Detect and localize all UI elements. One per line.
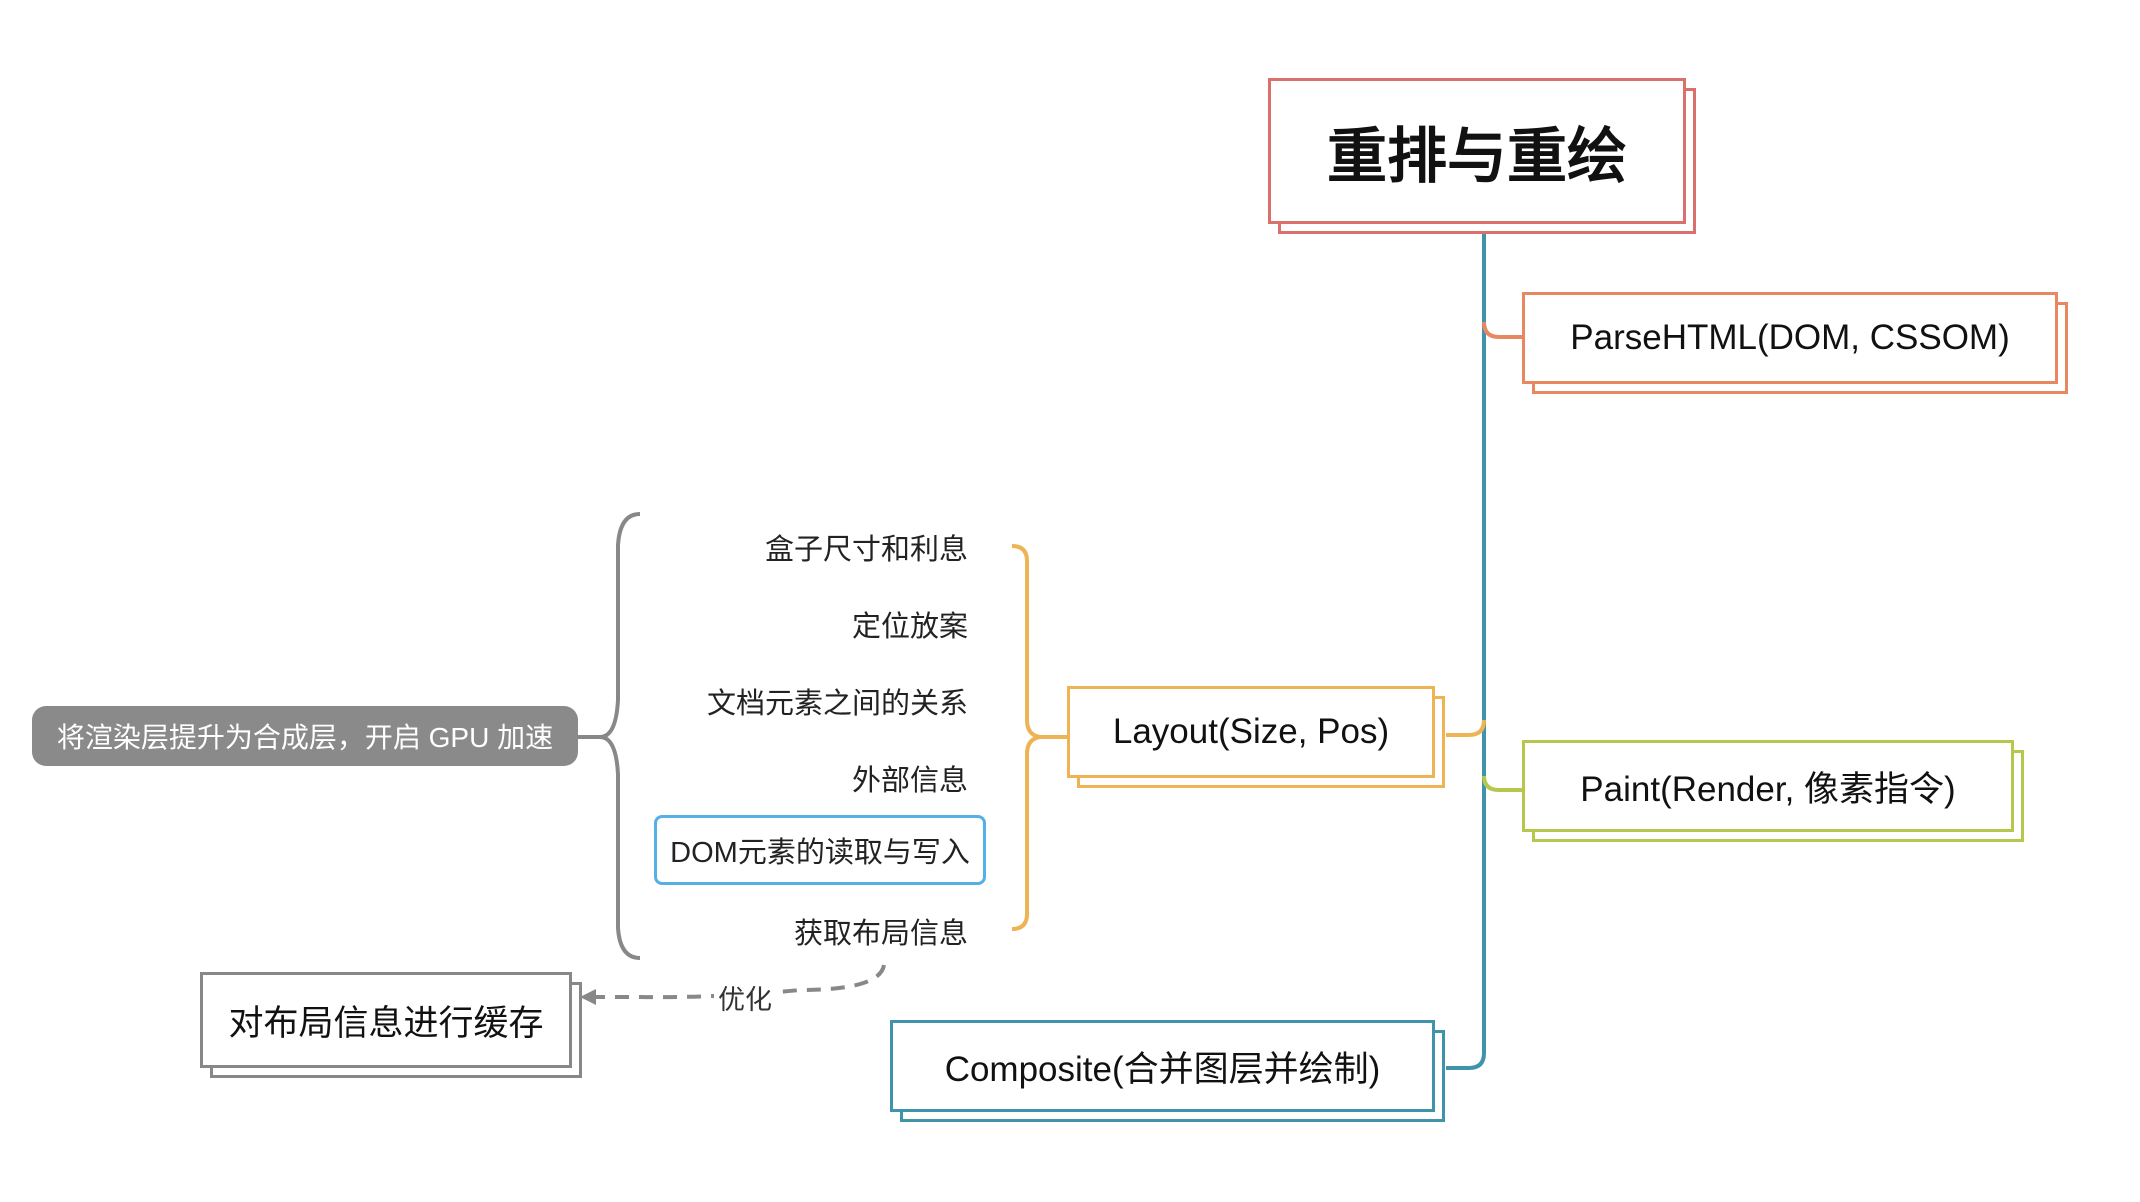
layout-children-brace	[1011, 544, 1041, 931]
paint-label: Paint(Render, 像素指令)	[1580, 769, 1956, 809]
parsehtml-label: ParseHTML(DOM, CSSOM)	[1570, 318, 2010, 357]
connector-layout	[1446, 719, 1486, 737]
optimization-arrowhead	[580, 989, 596, 1005]
layout-child-box-size[interactable]: 盒子尺寸和利息	[764, 534, 968, 566]
trunk-line	[1446, 232, 1486, 1070]
layout-child-relations[interactable]: 文档元素之间的关系	[706, 688, 968, 720]
summary-brace	[599, 512, 641, 960]
paint-node[interactable]: Paint(Render, 像素指令)	[1522, 740, 2014, 832]
composite-label: Composite(合并图层并绘制)	[944, 1049, 1381, 1089]
layout-child-external-info[interactable]: 外部信息	[851, 765, 968, 797]
cache-layout-label: 对布局信息进行缓存	[228, 1003, 544, 1043]
connector-paint	[1482, 775, 1522, 792]
layout-child-dom-read-write[interactable]: DOM元素的读取与写入	[654, 815, 986, 885]
layout-label: Layout(Size, Pos)	[1112, 712, 1390, 751]
layout-child-position[interactable]: 定位放案	[851, 611, 968, 643]
composite-node[interactable]: Composite(合并图层并绘制)	[890, 1020, 1435, 1112]
optimization-edge-label: 优化	[714, 978, 776, 1017]
connector-parse	[1482, 321, 1522, 339]
optimization-edge	[590, 964, 886, 1000]
root-node[interactable]: 重排与重绘	[1268, 78, 1686, 224]
layout-node[interactable]: Layout(Size, Pos)	[1067, 686, 1435, 778]
cache-layout-node[interactable]: 对布局信息进行缓存	[200, 972, 572, 1068]
gpu-summary-label: 将渲染层提升为合成层，开启 GPU 加速	[56, 722, 554, 753]
parsehtml-node[interactable]: ParseHTML(DOM, CSSOM)	[1522, 292, 2058, 384]
root-label: 重排与重绘	[1327, 122, 1627, 190]
gpu-summary-pill[interactable]: 将渲染层提升为合成层，开启 GPU 加速	[32, 706, 578, 766]
layout-child-get-layout-info[interactable]: 获取布局信息	[793, 918, 968, 950]
